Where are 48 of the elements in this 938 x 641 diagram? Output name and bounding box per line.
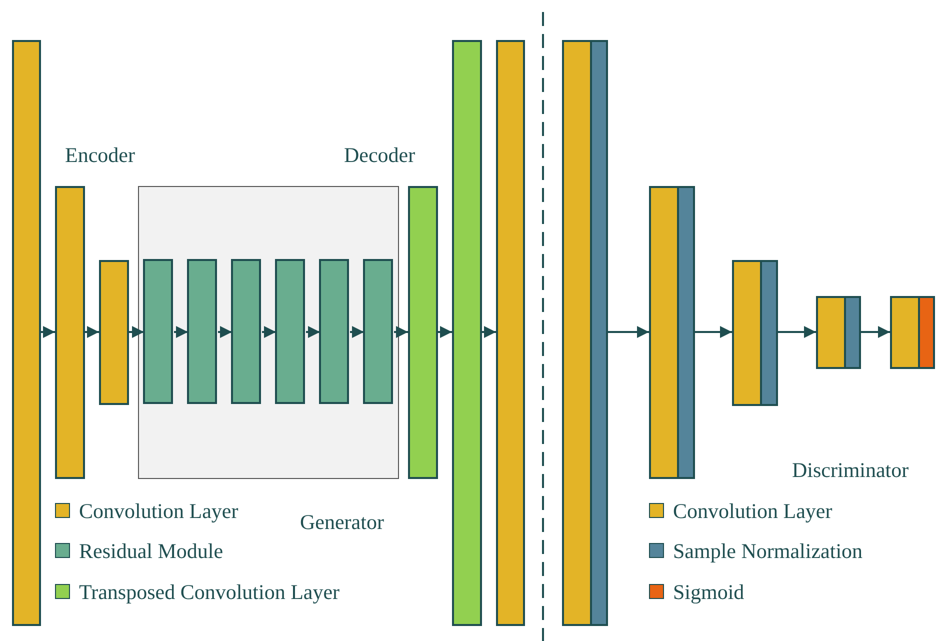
layer-bar [363,259,393,404]
layer-bar [590,40,608,626]
legend-label: Sigmoid [673,582,744,603]
arrow [608,326,649,338]
layer-bar [844,296,861,369]
arrow [482,326,496,338]
layer-bar [319,259,349,404]
layer-bar [187,259,217,404]
arrow [262,326,276,338]
layer-bar [496,40,525,626]
layer-bar [143,259,173,404]
layer-bar [99,260,129,405]
arrow [394,326,408,338]
layer-bar [231,259,261,404]
arrow [438,326,452,338]
arrow [861,326,890,338]
legend-label: Convolution Layer [673,501,832,522]
legend-label: Residual Module [79,541,224,562]
layer-bar [562,40,592,626]
arrow [85,326,99,338]
layer-bar [918,296,935,369]
arrow [174,326,188,338]
arrow [350,326,364,338]
legend-label: Sample Normalization [673,541,863,562]
legend-label: Convolution Layer [79,501,238,522]
arrow [218,326,232,338]
arrow [129,326,144,338]
layer-bar [452,40,482,626]
arrow [306,326,320,338]
layer-bar [732,260,762,406]
layer-bar [890,296,920,369]
layer-bar [55,186,85,479]
section-label: Encoder [65,145,135,166]
layer-bar [760,260,778,406]
generator-panel [138,186,399,479]
layer-bar [12,40,41,626]
section-label: Discriminator [792,460,909,481]
layer-bar [677,186,695,479]
section-label: Generator [300,512,384,533]
arrow [778,326,816,338]
legend-label: Transposed Convolution Layer [79,582,340,603]
layer-bar [275,259,305,404]
section-label: Decoder [344,145,416,166]
arrow [695,326,732,338]
layer-bar [408,186,438,479]
layer-bar [649,186,679,479]
layer-bar [816,296,846,369]
arrow [41,326,55,338]
